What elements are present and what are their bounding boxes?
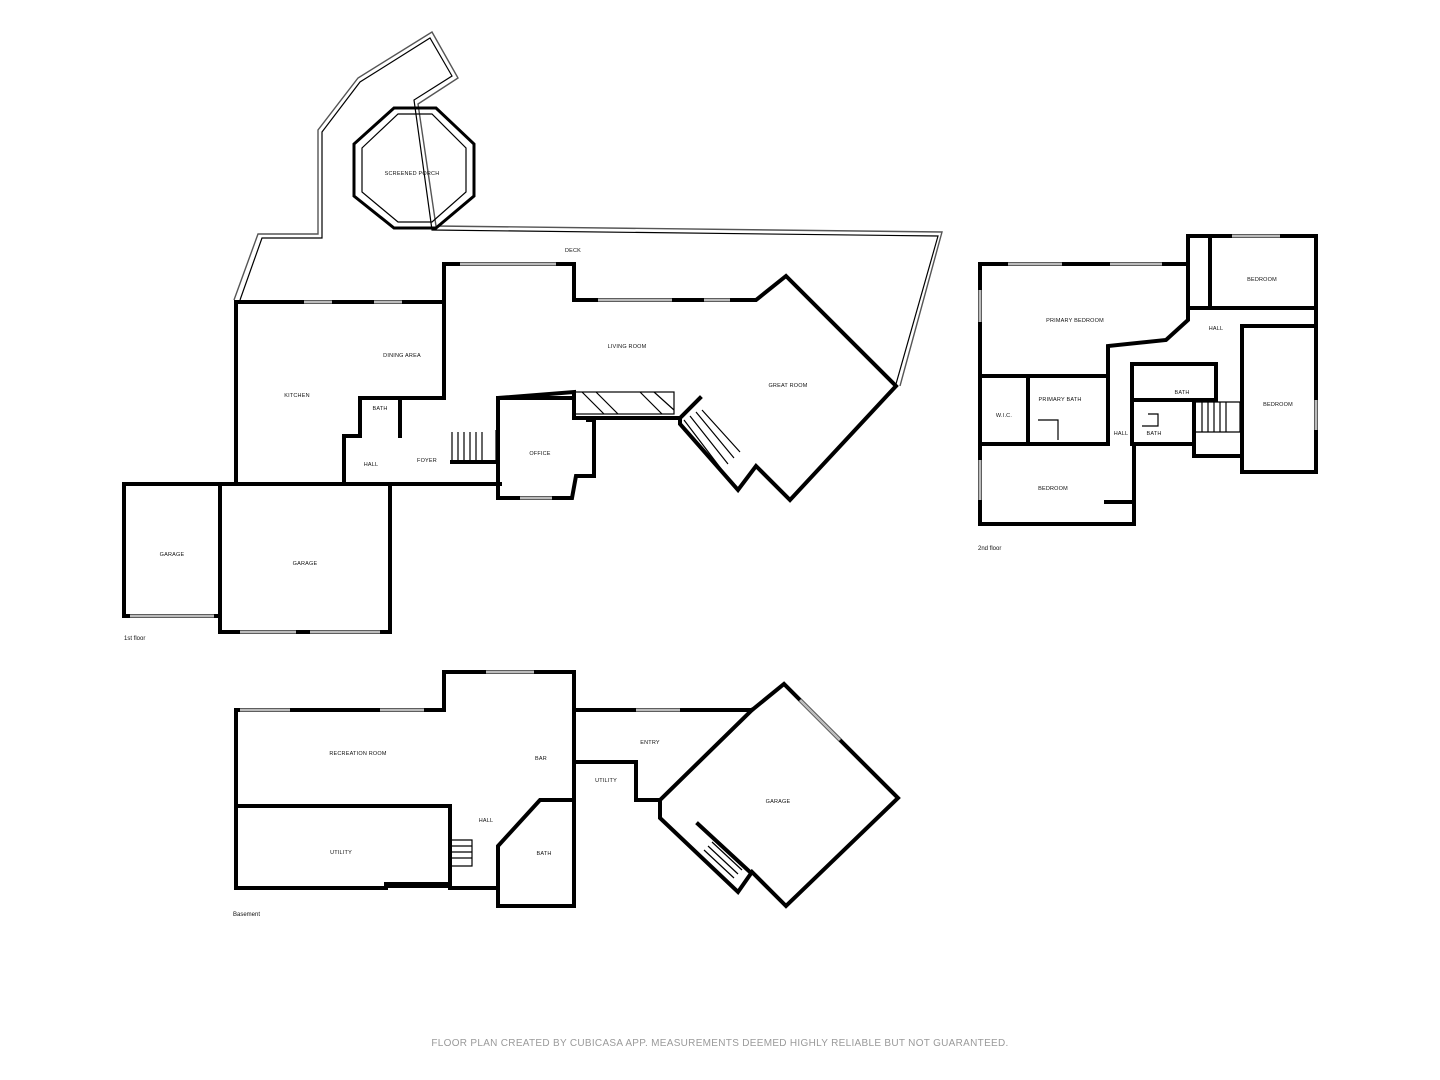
label-bar: BAR [535, 756, 547, 762]
label-wic: W.I.C. [996, 413, 1012, 419]
label-kitchen: KITCHEN [284, 393, 310, 399]
label-primary-bedroom: PRIMARY BEDROOM [1046, 318, 1104, 324]
label-hall: HALL [364, 462, 379, 468]
label-utility: UTILITY [330, 850, 352, 856]
label-utility-small: UTILITY [595, 778, 617, 784]
label-recreation-room: RECREATION ROOM [329, 751, 387, 757]
label-dining-area: DINING AREA [383, 353, 421, 359]
label-bedroom-top-right: BEDROOM [1247, 277, 1277, 283]
floor-label-2nd: 2nd floor [978, 546, 1001, 552]
label-foyer: FOYER [417, 458, 437, 464]
footer-disclaimer: FLOOR PLAN CREATED BY CUBICASA APP. MEAS… [431, 1038, 1008, 1049]
label-deck: DECK [565, 248, 581, 254]
label-bath-2nd: BATH [1174, 390, 1189, 396]
first-floor-walls [234, 262, 899, 503]
label-garage-left: GARAGE [160, 552, 185, 558]
label-primary-bath: PRIMARY BATH [1038, 397, 1081, 403]
label-screened-porch: SCREENED PORCH [385, 171, 440, 177]
label-living-room: LIVING ROOM [608, 344, 647, 350]
label-hall-small: HALL [1114, 431, 1129, 437]
screened-porch-outline [352, 106, 476, 230]
floor-label-1st: 1st floor [124, 636, 145, 642]
label-bath: BATH [372, 406, 387, 412]
label-bath-basement: BATH [536, 851, 551, 857]
first-floor-plan [122, 31, 943, 634]
label-garage-right: GARAGE [293, 561, 318, 567]
label-hall-basement: HALL [479, 818, 494, 824]
label-bedroom-bottom: BEDROOM [1038, 486, 1068, 492]
label-garage-basement: GARAGE [766, 799, 791, 805]
deck-outline [233, 31, 943, 387]
basement-plan [234, 670, 901, 909]
stairs-second-floor [1196, 401, 1241, 433]
stairs-basement [452, 839, 743, 879]
label-bedroom-right: BEDROOM [1263, 402, 1293, 408]
basement-walls [234, 670, 901, 909]
label-great-room: GREAT ROOM [768, 383, 807, 389]
stairs-first-floor [451, 409, 741, 471]
label-hall-2nd: HALL [1209, 326, 1224, 332]
fireplace [573, 391, 675, 415]
label-bath-small: BATH [1146, 431, 1161, 437]
floor-label-basement: Basement [233, 912, 260, 918]
label-office: OFFICE [529, 451, 550, 457]
second-floor-plan [978, 234, 1318, 526]
label-entry: ENTRY [640, 740, 660, 746]
